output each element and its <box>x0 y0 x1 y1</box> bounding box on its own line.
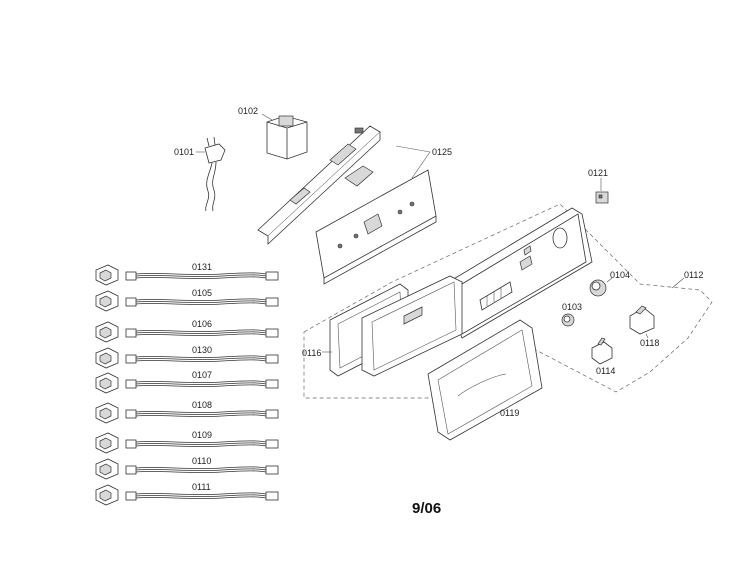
connector-left <box>125 297 137 307</box>
component-0107 <box>95 372 119 394</box>
cover-panel-0119 <box>427 319 543 441</box>
wire-bundle <box>135 355 267 362</box>
label-0102: 0102 <box>238 106 258 116</box>
cable-label: 0131 <box>192 262 212 272</box>
connector-right <box>265 328 279 338</box>
connector-left <box>125 379 137 389</box>
label-0101: 0101 <box>174 147 194 157</box>
connector-right <box>265 379 279 389</box>
connector-left <box>125 271 137 281</box>
cable-label: 0106 <box>192 319 212 329</box>
cable-label: 0130 <box>192 345 212 355</box>
cable-label: 0105 <box>192 288 212 298</box>
connector-left <box>125 354 137 364</box>
knob-0118 <box>629 305 655 335</box>
wire-bundle <box>135 410 267 417</box>
wire-bundle <box>135 492 267 499</box>
component-0131 <box>95 264 119 286</box>
component-0109 <box>95 432 119 454</box>
knob-0103 <box>561 313 575 327</box>
label-0116: 0116 <box>302 348 321 358</box>
connector-right <box>265 465 279 475</box>
cable-row-0105: 0105 <box>95 288 279 312</box>
page-number: 9/06 <box>412 500 441 517</box>
power-cord-part <box>204 136 226 212</box>
cable-row-0130: 0130 <box>95 345 279 369</box>
label-0104: 0104 <box>610 270 630 280</box>
cable-row-0111: 0111 <box>95 482 279 506</box>
component-0110 <box>95 458 119 480</box>
wire-bundle <box>135 272 267 279</box>
wire-bundle <box>135 466 267 473</box>
cable-label: 0109 <box>192 430 212 440</box>
knob-0104 <box>589 279 607 297</box>
component-0111 <box>95 484 119 506</box>
cable-label: 0108 <box>192 400 212 410</box>
control-fascia-panel <box>441 207 593 339</box>
connector-left <box>125 439 137 449</box>
connector-right <box>265 409 279 419</box>
knob-0114 <box>591 337 613 365</box>
cable-row-0107: 0107 <box>95 370 279 394</box>
component-0106 <box>95 321 119 343</box>
detergent-drawer-frame <box>329 275 463 377</box>
label-0112: 0112 <box>684 270 703 280</box>
cable-row-0131: 0131 <box>95 262 279 286</box>
connector-left <box>125 465 137 475</box>
label-0119: 0119 <box>500 408 519 418</box>
connector-left <box>125 491 137 501</box>
cable-label: 0110 <box>192 456 211 466</box>
connector-right <box>265 491 279 501</box>
component-0105 <box>95 290 119 312</box>
cable-row-0106: 0106 <box>95 319 279 343</box>
control-module-lower-part <box>315 169 437 285</box>
interference-filter-part <box>266 115 308 160</box>
cable-row-0109: 0109 <box>95 430 279 454</box>
label-0114: 0114 <box>596 366 615 376</box>
connector-right <box>265 271 279 281</box>
connector-right <box>265 297 279 307</box>
cable-row-0108: 0108 <box>95 400 279 424</box>
small-part-0121 <box>595 191 609 204</box>
cable-label: 0111 <box>192 482 211 492</box>
label-0103: 0103 <box>562 302 582 312</box>
wire-bundle <box>135 440 267 447</box>
connector-left <box>125 328 137 338</box>
label-0118: 0118 <box>640 338 659 348</box>
cable-harness-list: 0131 0105 0106 0130 0107 0108 0109 0110 0111 <box>95 262 279 506</box>
connector-left <box>125 409 137 419</box>
wire-bundle <box>135 298 267 305</box>
connector-right <box>265 439 279 449</box>
component-0108 <box>95 402 119 424</box>
component-0130 <box>95 347 119 369</box>
wire-bundle <box>135 329 267 336</box>
label-0125: 0125 <box>432 147 452 157</box>
cable-label: 0107 <box>192 370 212 380</box>
control-module-upper-part <box>257 125 381 245</box>
label-0121: 0121 <box>588 168 608 178</box>
connector-right <box>265 354 279 364</box>
wire-bundle <box>135 380 267 387</box>
cable-row-0110: 0110 <box>95 456 279 480</box>
